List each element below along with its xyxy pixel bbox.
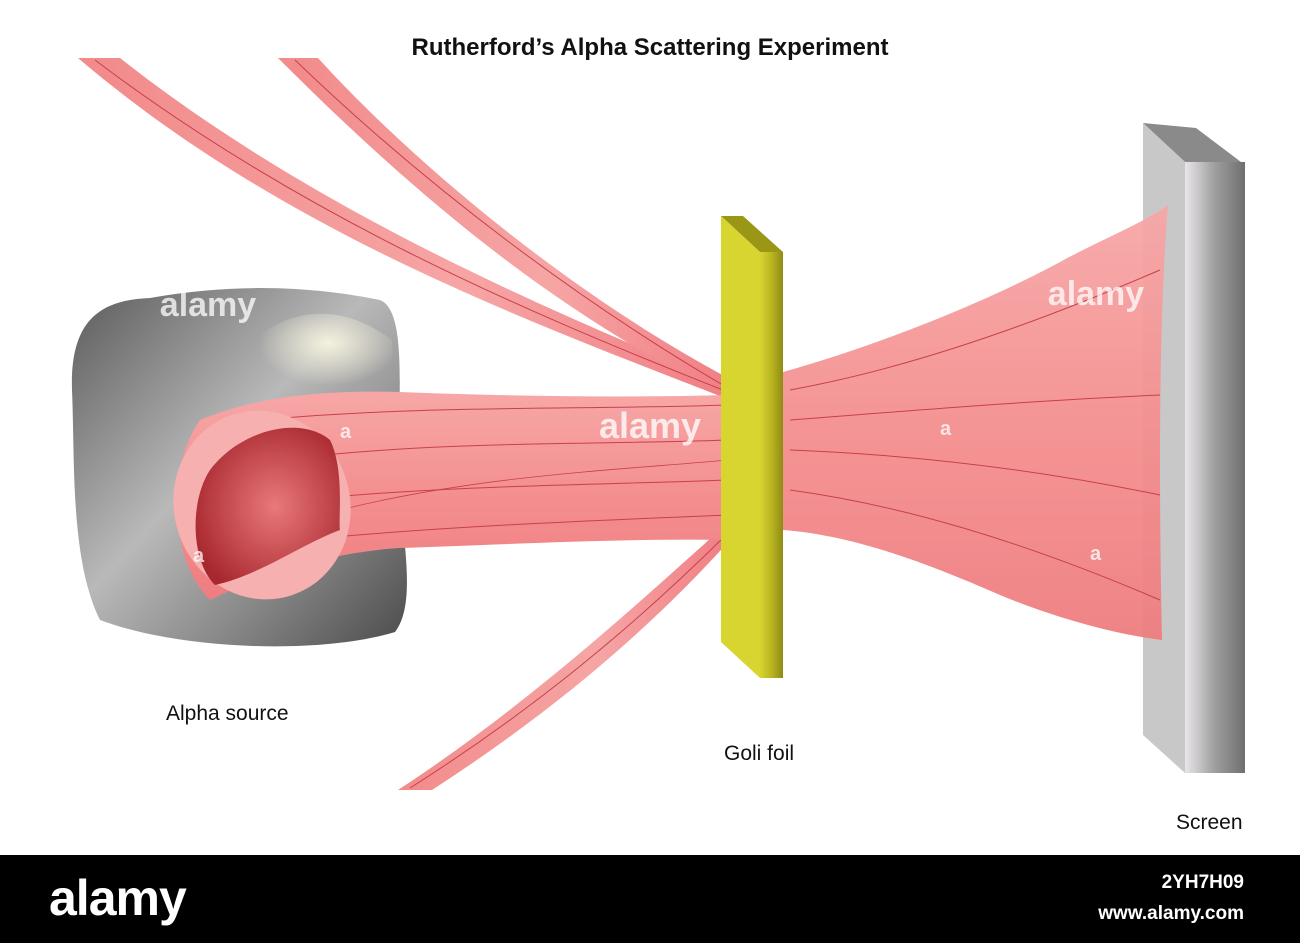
alpha-beam-transmitted: alamy a a: [783, 205, 1168, 640]
scattered-beam-lower: [398, 528, 730, 790]
diagram-title: Rutherford’s Alpha Scattering Experiment: [411, 34, 889, 61]
foil-top-face: [721, 216, 783, 252]
diagram-canvas: alamy a a alamy a a alamy: [71, 58, 1245, 790]
scattered-beam-1: [78, 58, 730, 398]
foil-front-face: [760, 252, 783, 678]
footer-site-url: www.alamy.com: [1098, 903, 1244, 924]
watermark-screen: alamy: [1048, 275, 1144, 313]
watermark-hole-mark: a: [193, 545, 205, 567]
alpha-beam-main: a a: [173, 391, 731, 600]
footer-brand-logo: alamy: [49, 870, 187, 926]
footer-bar: alamy 2YH7H09 www.alamy.com: [0, 855, 1300, 943]
screen-top-face: [1143, 123, 1245, 165]
screen-front-face: [1185, 162, 1245, 773]
source-bore-hole: [195, 427, 340, 585]
watermark-center: alamy: [599, 405, 701, 446]
label-goli-foil: Goli foil: [724, 742, 795, 765]
watermark-right-mark-1: a: [940, 418, 952, 440]
foil-side-face: [721, 216, 760, 678]
scattered-beam-2: [278, 58, 732, 395]
footer-image-id: 2YH7H09: [1161, 872, 1244, 893]
watermark-beam-mark: a: [340, 421, 352, 443]
watermark-right-mark-2: a: [1090, 543, 1102, 565]
scattered-beams-upper: [78, 58, 732, 398]
goli-foil: [721, 216, 783, 678]
watermark-source: alamy: [160, 286, 256, 324]
label-screen: Screen: [1176, 811, 1243, 834]
label-alpha-source: Alpha source: [166, 702, 289, 725]
